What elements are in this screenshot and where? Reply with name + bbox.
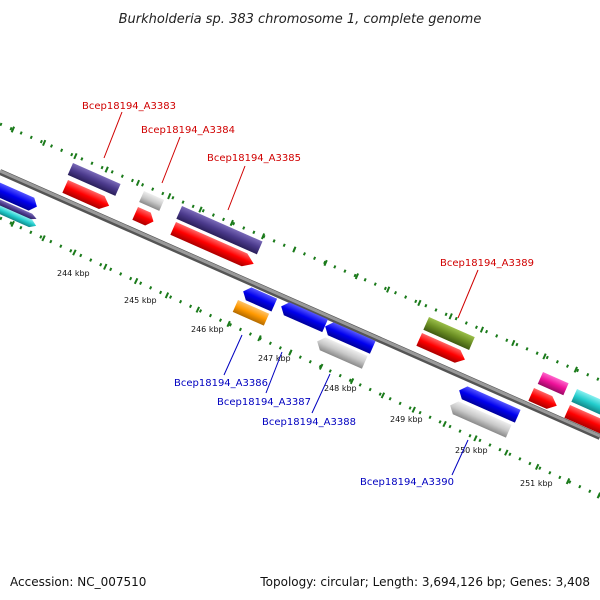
tick-mark	[133, 277, 139, 285]
gene-arrow[interactable]	[0, 202, 38, 229]
kbp-labels: 244 kbp 245 kbp 246 kbp 247 kbp 248 kbp …	[57, 269, 553, 488]
tick-mark	[229, 219, 234, 227]
accession-text: Accession: NC_007510	[10, 575, 147, 589]
gene-arrow[interactable]	[240, 285, 278, 312]
tick-mark	[135, 179, 141, 186]
gene-arrow[interactable]	[322, 320, 376, 354]
gene-label[interactable]: Bcep18194_A3387	[217, 397, 311, 408]
tick-mark	[323, 259, 328, 267]
tick-mark	[103, 263, 108, 270]
gene-arrow[interactable]	[571, 389, 600, 418]
gene-features	[0, 163, 600, 438]
tick-mark	[354, 273, 360, 280]
tick-mark	[479, 326, 485, 333]
gene-arrow[interactable]	[564, 405, 600, 437]
gene-arrow[interactable]	[423, 317, 475, 350]
gene-label[interactable]: Bcep18194_A3390	[360, 477, 454, 488]
tick-mark	[42, 139, 47, 146]
tick-mark	[10, 220, 15, 228]
tick-mark	[10, 126, 16, 133]
gene-label[interactable]: Bcep18194_A3384	[141, 125, 235, 136]
tick-label: 249 kbp	[390, 415, 423, 424]
gene-arrow[interactable]	[232, 300, 270, 326]
tick-mark	[386, 286, 391, 293]
tick-mark	[511, 339, 516, 347]
reverse-leaders	[223, 334, 469, 476]
gene-arrow[interactable]	[62, 180, 112, 212]
tick-mark	[292, 246, 297, 253]
tick-mark	[542, 353, 547, 360]
gene-arrow[interactable]	[0, 180, 40, 213]
tick-mark	[73, 153, 78, 160]
gene-arrow[interactable]	[139, 191, 165, 211]
tick-label: 244 kbp	[57, 269, 90, 278]
tick-mark	[411, 406, 416, 413]
tick-mark	[318, 363, 324, 370]
gene-arrow[interactable]	[278, 300, 328, 333]
tick-mark	[41, 235, 46, 242]
tick-mark	[504, 449, 509, 456]
tick-label: 247 kbp	[258, 354, 291, 363]
tick-mark	[565, 477, 571, 485]
tick-mark	[260, 233, 266, 240]
tick-mark	[573, 366, 578, 373]
inner-tick-track	[0, 216, 600, 498]
tick-mark	[288, 349, 293, 356]
gene-arrow[interactable]	[528, 388, 559, 412]
gene-label[interactable]: Bcep18194_A3383	[82, 101, 176, 112]
gene-labels: Bcep18194_A3383 Bcep18194_A3384 Bcep1819…	[82, 101, 534, 488]
gene-arrow[interactable]	[67, 163, 121, 196]
tick-mark	[226, 320, 231, 328]
tick-mark	[473, 435, 478, 442]
tick-mark	[534, 463, 540, 471]
gene-arrow[interactable]	[314, 335, 368, 369]
forward-leaders	[103, 111, 479, 319]
tick-mark	[104, 166, 109, 173]
tick-label: 245 kbp	[124, 296, 157, 305]
gene-arrow[interactable]	[456, 384, 521, 423]
tick-mark	[380, 392, 386, 399]
gene-arrow[interactable]	[537, 372, 569, 396]
tick-mark	[349, 377, 355, 385]
tick-mark	[417, 299, 422, 307]
major-ticks	[10, 126, 600, 499]
tick-mark	[257, 335, 262, 342]
tick-mark	[198, 206, 203, 213]
gene-arrow[interactable]	[0, 196, 38, 222]
gene-arrow[interactable]	[170, 222, 256, 270]
map-title: Burkholderia sp. 383 chromosome 1, compl…	[119, 12, 482, 27]
tick-label: 251 kbp	[520, 479, 553, 488]
gene-label[interactable]: Bcep18194_A3386	[174, 378, 268, 389]
tick-label: 250 kbp	[455, 446, 488, 455]
gene-label[interactable]: Bcep18194_A3388	[262, 417, 356, 428]
tick-label: 248 kbp	[324, 384, 357, 393]
gene-arrow[interactable]	[132, 207, 156, 228]
tick-mark	[442, 420, 447, 428]
gene-arrow[interactable]	[447, 399, 512, 438]
gene-arrow[interactable]	[176, 206, 263, 255]
gene-label[interactable]: Bcep18194_A3385	[207, 153, 301, 164]
genome-backbone	[0, 169, 600, 440]
topology-text: Topology: circular; Length: 3,694,126 bp…	[260, 575, 590, 589]
gene-label[interactable]: Bcep18194_A3389	[440, 258, 534, 269]
tick-mark	[448, 313, 453, 320]
tick-mark	[164, 292, 170, 299]
tick-mark	[167, 193, 172, 200]
gene-arrow[interactable]	[416, 333, 467, 366]
tick-mark	[195, 306, 201, 313]
tick-mark	[72, 249, 77, 256]
tick-label: 246 kbp	[191, 325, 224, 334]
